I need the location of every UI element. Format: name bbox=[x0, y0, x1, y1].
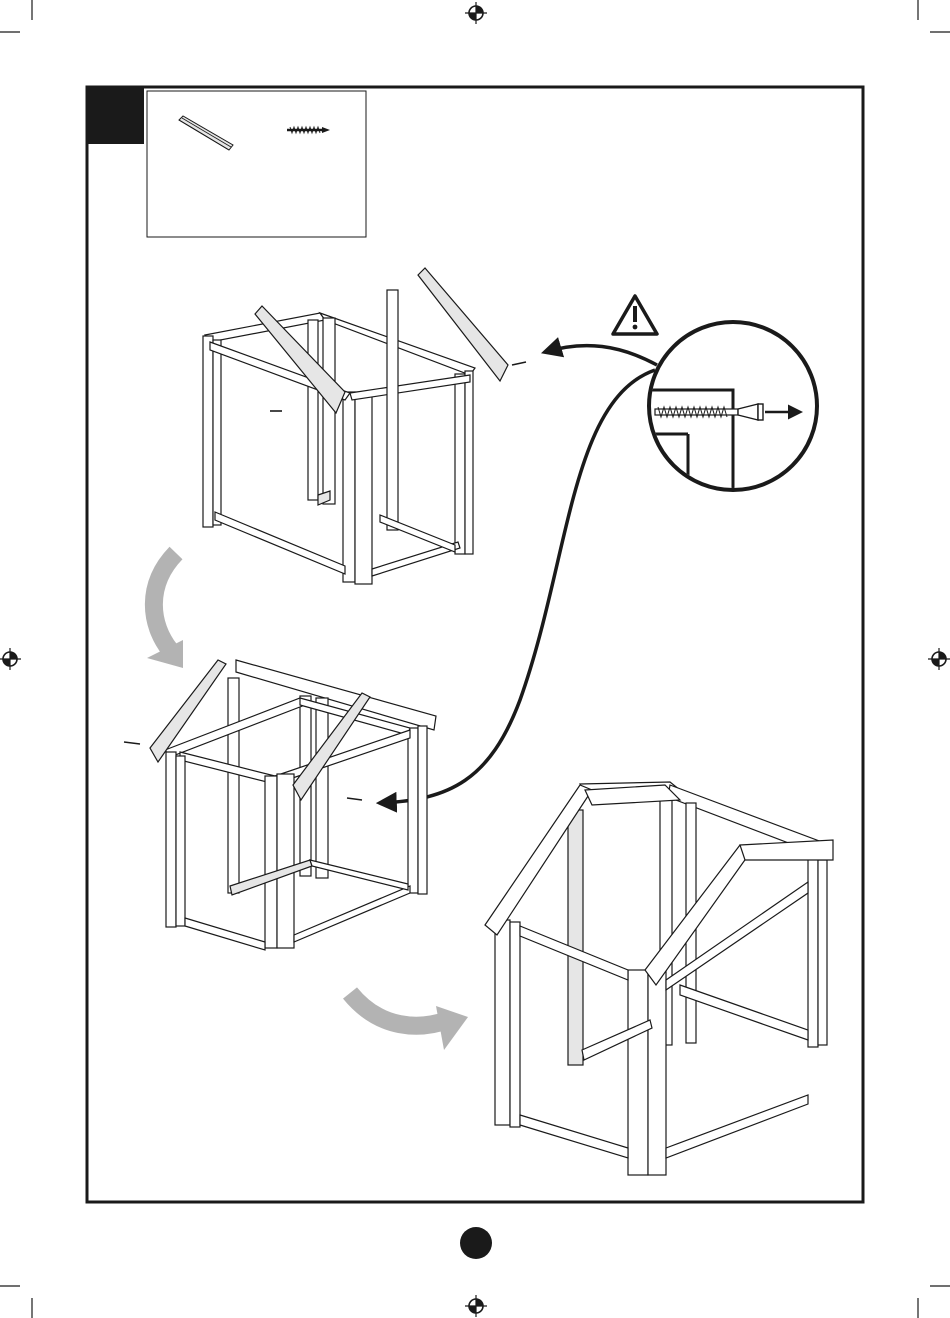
gray-step-arrow-2 bbox=[350, 993, 448, 1026]
connector-arrow-top bbox=[545, 346, 657, 365]
parts-box bbox=[147, 91, 366, 237]
crosshair-registration-icon bbox=[0, 648, 21, 670]
warning-triangle-icon bbox=[613, 296, 657, 334]
crosshair-registration-icon bbox=[465, 1295, 487, 1317]
main-frame bbox=[87, 87, 863, 1202]
screw-detail-magnifier bbox=[640, 322, 817, 510]
black-square-step-icon bbox=[87, 87, 144, 144]
frame-with-rafters-back bbox=[124, 660, 436, 950]
frame-with-rafters-front bbox=[203, 268, 526, 584]
page-number-disc-icon bbox=[460, 1227, 492, 1259]
crosshair-registration-icon bbox=[465, 2, 487, 24]
gray-step-arrow-1 bbox=[154, 553, 176, 650]
crosshair-registration-icon bbox=[928, 648, 950, 670]
gray-step-arrow-2-head bbox=[436, 1006, 468, 1050]
completed-roof-frame bbox=[485, 782, 833, 1175]
